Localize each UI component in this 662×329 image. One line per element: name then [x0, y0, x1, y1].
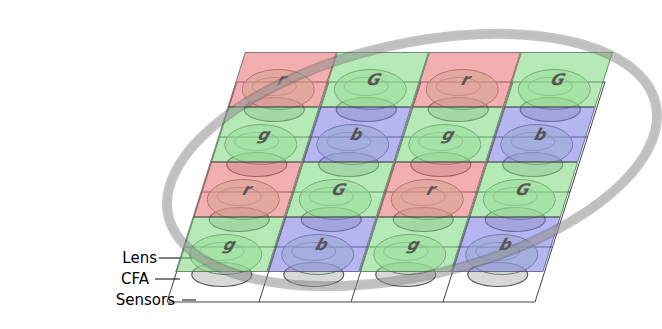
layer-label: Lens — [122, 249, 157, 267]
filter-cell: b — [302, 107, 411, 162]
lens-ring-inner — [142, 0, 662, 329]
layer-label: CFA — [121, 270, 149, 288]
filter-letter: b — [348, 125, 365, 144]
filter-letter: r — [275, 70, 289, 89]
filter-letter: g — [440, 125, 457, 144]
filter-cell: b — [267, 217, 376, 272]
filter-cell: G — [469, 162, 578, 217]
filter-letter: G — [365, 70, 384, 89]
filter-letter: G — [330, 180, 349, 199]
filter-cell: G — [504, 52, 613, 107]
sensor-layer — [167, 82, 605, 302]
filter-cell: r — [193, 162, 302, 217]
filter-letter: b — [532, 125, 549, 144]
filter-letter: r — [459, 70, 473, 89]
filter-cell: g — [175, 217, 284, 272]
filter-letter: b — [497, 235, 514, 254]
layer-label: Sensors — [116, 291, 175, 309]
color-filter-array: rGrGgbgbrGrGgbgb — [175, 52, 613, 272]
filter-cell: r — [412, 52, 521, 107]
sensor-grid-line — [167, 302, 535, 303]
filter-cell: b — [451, 217, 560, 272]
filter-cell: g — [394, 107, 503, 162]
filter-letter: b — [313, 235, 330, 254]
filter-letter: g — [256, 125, 273, 144]
filter-cell: r — [377, 162, 486, 217]
filter-letter: r — [240, 180, 254, 199]
filter-letter: G — [549, 70, 568, 89]
filter-cell: b — [486, 107, 595, 162]
leader-line — [155, 279, 180, 280]
filter-cell: r — [228, 52, 337, 107]
filter-letter: r — [424, 180, 438, 199]
filter-letter: g — [405, 235, 422, 254]
filter-letter: g — [221, 235, 238, 254]
lens-ring-outer — [142, 0, 662, 329]
leader-line — [182, 300, 196, 301]
filter-cell: g — [210, 107, 319, 162]
filter-cell: G — [320, 52, 429, 107]
filter-cell: g — [359, 217, 468, 272]
filter-cell: G — [285, 162, 394, 217]
filter-letter: G — [514, 180, 533, 199]
